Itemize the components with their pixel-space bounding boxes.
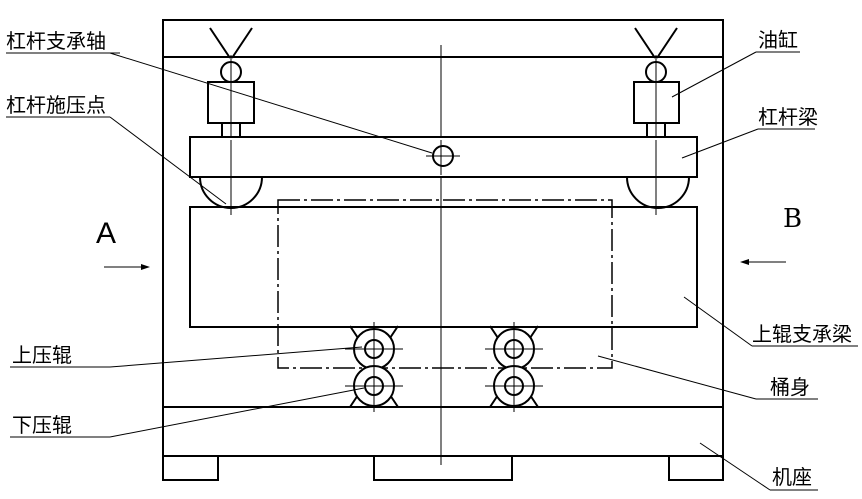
label-view-a: A [96,217,116,250]
foot-center [373,455,513,481]
label-lever-press-point: 杠杆施压点 [6,93,106,117]
label-machine-base: 机座 [772,465,812,489]
press-point-right [626,176,690,209]
view-arrow-b [740,259,786,265]
foot-right [668,455,724,481]
roller-group-right [485,322,543,412]
leader-lines [6,51,858,491]
foot-left [162,455,219,481]
label-lever-pivot-shaft: 杠杆支承轴 [6,29,106,53]
label-upper-roller-support-beam: 上辊支承梁 [752,322,852,346]
label-oil-cylinder: 油缸 [758,28,798,52]
machine-feet [162,455,724,481]
label-upper-roller: 上压辊 [12,343,72,367]
view-arrow-a [104,264,150,270]
oil-cylinder-right [633,27,680,215]
upper-roller-support-beam [189,206,698,328]
label-barrel-body: 桶身 [770,375,810,399]
barrel-body-outline [277,199,613,369]
label-lever-beam: 杠杆梁 [758,105,818,129]
label-lower-roller: 下压辊 [12,413,72,437]
label-view-b: B [783,204,802,234]
roller-group-left [345,322,403,412]
